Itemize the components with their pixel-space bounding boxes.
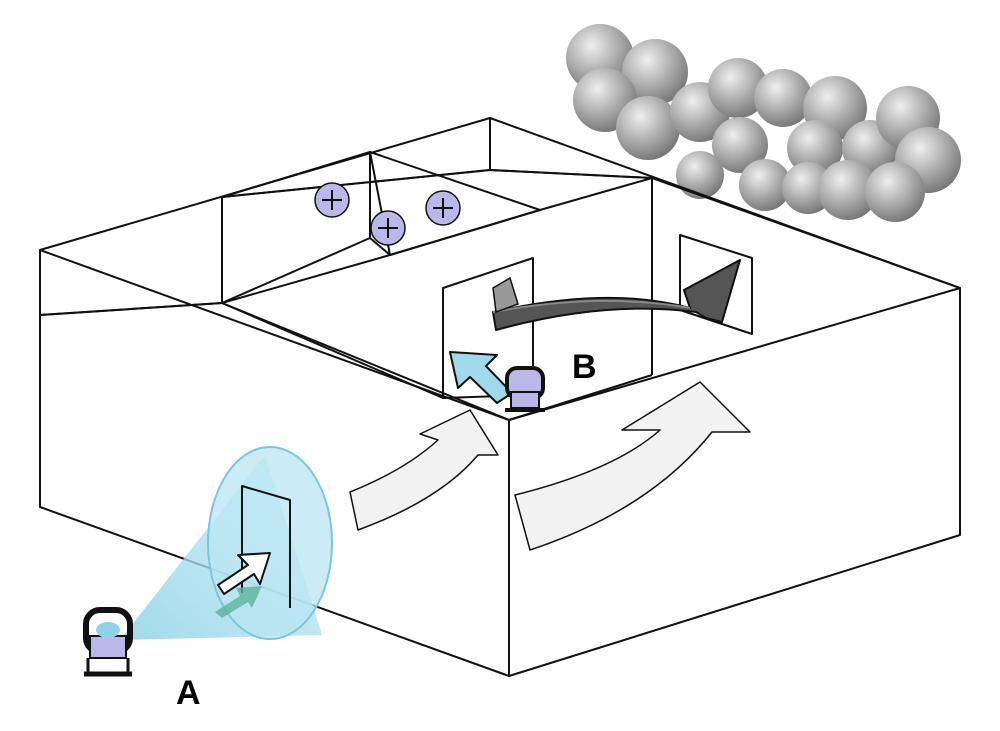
smoke-sphere: [676, 151, 724, 199]
label-a: A: [176, 674, 201, 712]
light-curved-arrow: [349, 409, 499, 531]
smoke-sphere: [818, 160, 878, 220]
light-curved-arrow: [514, 381, 751, 551]
tracked-robot-icon: [83, 607, 133, 677]
dark-curved-arrow-shadow: [492, 299, 691, 313]
back-wall-left: [39, 117, 491, 316]
partition-left: [221, 151, 371, 304]
wall-top-edge: [39, 249, 510, 421]
plus-in-circle-icon: [314, 182, 350, 218]
green-arrow: [215, 586, 262, 618]
wall-top-edge: [508, 374, 653, 421]
back-room-wall: [221, 169, 653, 304]
door-outline: [241, 485, 291, 608]
plus-in-circle-icon: [370, 210, 406, 246]
smoke-sphere: [616, 96, 680, 160]
smoke-sphere: [787, 120, 843, 176]
label-b: B: [572, 348, 597, 386]
smoke-sphere: [622, 39, 688, 105]
front-wall-right: [508, 287, 961, 677]
smoke-cloud: [566, 24, 961, 222]
dark-arrow-tail: [492, 276, 519, 314]
smoke-sphere: [739, 159, 791, 211]
smoke-sphere: [865, 162, 925, 222]
wall-top-edge: [221, 302, 444, 399]
tracked-robot-icon: [505, 366, 545, 412]
smoke-sphere: [754, 69, 812, 127]
particle-group: [314, 182, 461, 246]
plus-in-circle-icon: [425, 190, 461, 226]
target-panel: [679, 234, 753, 335]
smoke-sphere: [712, 117, 768, 173]
blue-arrow: [449, 351, 513, 404]
white-arrow: [217, 552, 271, 595]
dark-curved-arrow: [492, 259, 741, 331]
smoke-sphere: [708, 58, 768, 118]
